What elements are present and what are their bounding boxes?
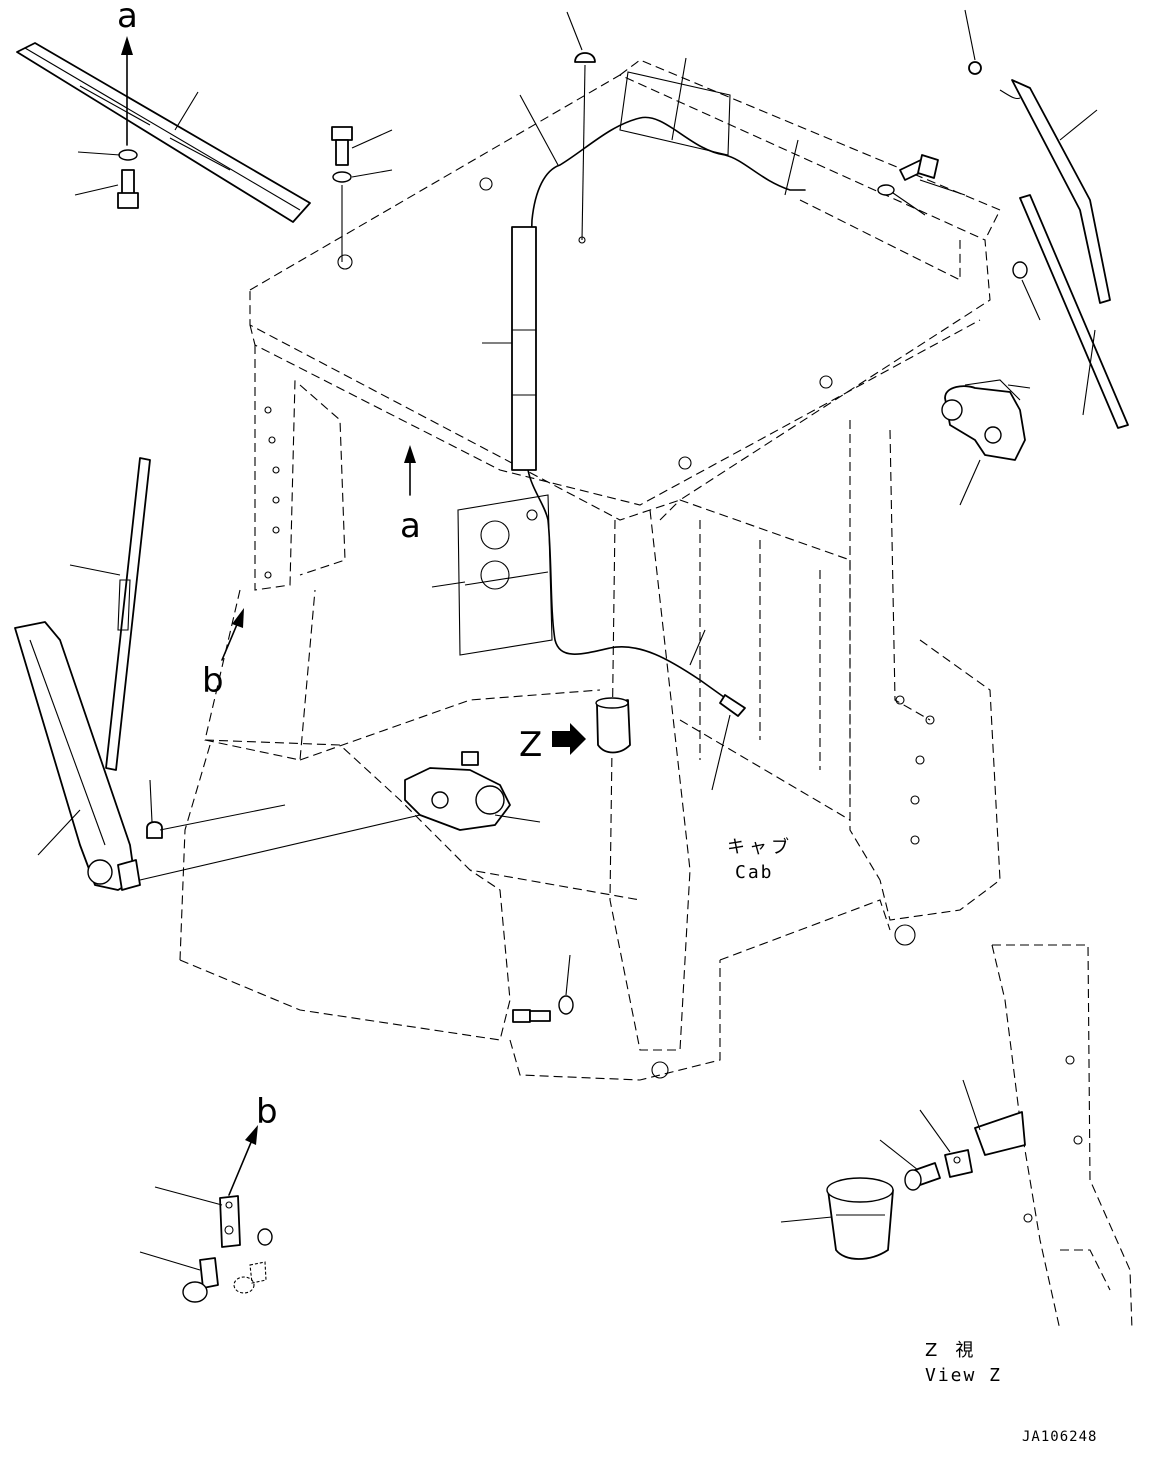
harness-channel [511,226,537,471]
wiper-blade-top-right [1019,194,1129,429]
leader-lines [37,9,1098,1271]
view-z-label-ja: Z 視 [925,1340,973,1361]
bolt-lower-center [512,995,574,1023]
view-arrow-b-bottom [228,1125,258,1196]
wiper-blade-top-left [16,42,311,223]
small-switch [711,694,746,791]
cup-holder [595,697,631,754]
cab-label-ja: キャブ [727,836,793,858]
wiper-blade-left [105,457,151,771]
roof-cap [574,52,596,241]
cab-label-en: Cab [735,862,774,883]
bolt-top-right [877,154,1028,279]
view-label-b-left: b [202,661,224,701]
wiper-motor-rear [941,379,1031,461]
view-arrow-a-mid [404,445,416,496]
cab-frame [179,345,1001,1081]
view-label-a-mid: a [400,506,421,546]
detail-b [182,1195,273,1303]
view-arrow-a-top [121,36,133,146]
wiring-harness [524,116,806,701]
view-z-label-en: View Z [925,1365,1002,1386]
wiper-arm-left [14,621,163,891]
cab-roof [249,59,1001,521]
view-label-a-top: a [117,0,138,36]
view-label-b-bottom: b [256,1092,278,1132]
wiper-arm-top-right [968,61,1111,304]
roof-cover-plate [619,71,731,156]
view-arrow-b-left [221,608,244,661]
drawing-id: JA106248 [1022,1429,1097,1445]
bolt-roof [331,126,353,262]
wiper-motor-front [404,751,511,831]
view-z-detail [826,944,1133,1331]
control-panel [457,494,553,656]
z-view-arrow [552,723,586,755]
z-marker-label: Z [519,725,542,765]
